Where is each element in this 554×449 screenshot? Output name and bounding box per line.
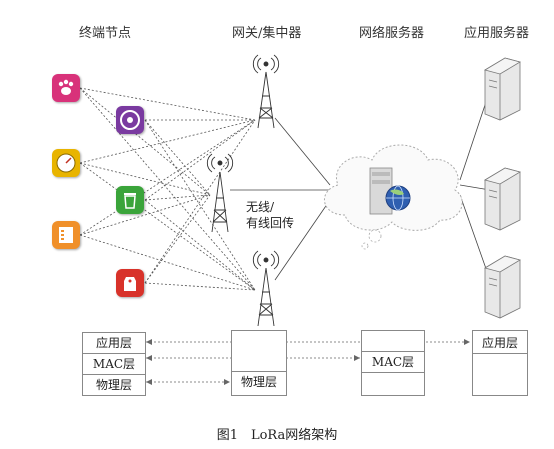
backhaul-label-line1: 无线/ <box>246 200 275 214</box>
disc-icon <box>116 106 144 134</box>
stack-cell-phy: 物理层 <box>95 378 132 392</box>
header-gateway: 网关/集中器 <box>232 26 302 41</box>
gateway-stack: 物理层 <box>231 330 287 396</box>
app-server-stack: 应用层 <box>472 330 528 396</box>
network-server-icon <box>369 167 411 215</box>
gateway-tower-bottom <box>252 250 280 327</box>
tag-icon <box>116 269 144 297</box>
gateway-tower-middle <box>206 153 234 233</box>
gateway-tower-top <box>252 54 280 129</box>
figure-caption: 图1 LoRa网络架构 <box>216 428 338 443</box>
gauge-icon <box>52 149 80 177</box>
network-server-stack: MAC层 <box>361 330 425 396</box>
stack-cell-phy: 物理层 <box>232 371 286 392</box>
backhaul-label-line2: 有线回传 <box>246 216 295 230</box>
app-server-icon-1 <box>483 57 522 121</box>
panel-icon <box>52 221 80 249</box>
cloud-puffs <box>361 229 382 250</box>
app-server-icon-2 <box>483 167 522 231</box>
app-server-icon-3 <box>483 255 522 319</box>
trash-icon <box>116 186 144 214</box>
stack-arrowheads <box>146 339 470 385</box>
stack-cell-mac: MAC层 <box>362 351 424 373</box>
stack-cell-app: 应用层 <box>473 333 527 354</box>
node-gateway-links <box>79 87 256 291</box>
header-end-nodes: 终端节点 <box>79 26 132 41</box>
stack-cell-app: 应用层 <box>83 333 145 354</box>
header-app-server: 应用服务器 <box>464 26 530 41</box>
paw-icon <box>52 74 80 102</box>
stack-cell-mac: MAC层 <box>83 354 145 375</box>
end-node-stack: 应用层 MAC层 物理层 <box>82 332 146 396</box>
header-network-server: 网络服务器 <box>359 26 425 41</box>
